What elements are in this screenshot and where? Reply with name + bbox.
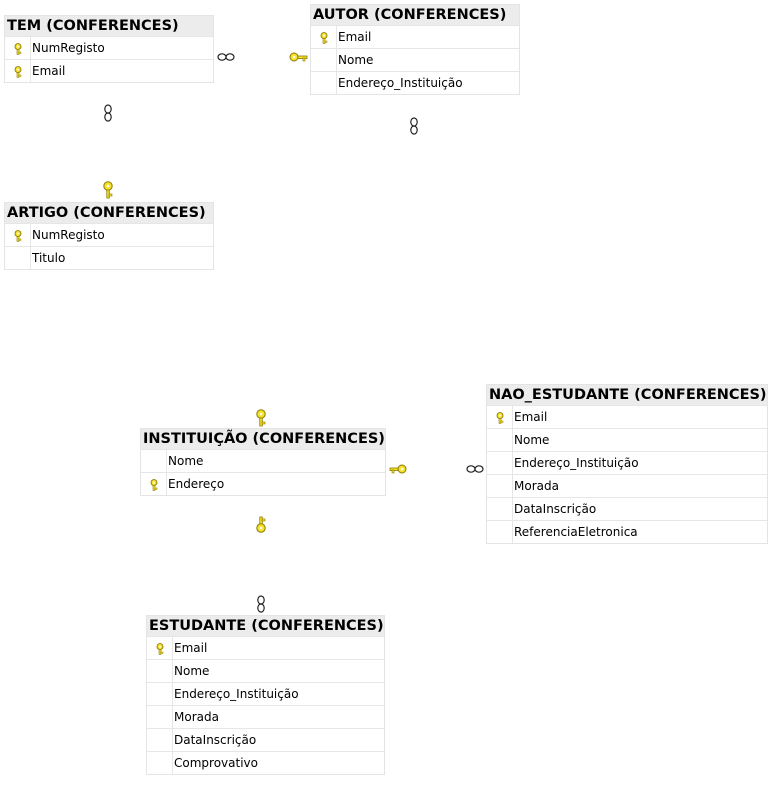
key-icon <box>289 52 308 62</box>
column-row[interactable]: NumRegisto <box>5 36 213 59</box>
primary-key-icon <box>5 37 31 59</box>
column-name: Nome <box>338 53 374 67</box>
infinity-icon <box>466 465 484 473</box>
row-selector <box>487 429 513 451</box>
primary-key-icon <box>5 224 31 246</box>
column-row[interactable]: Email <box>5 59 213 82</box>
key-icon <box>389 464 407 474</box>
primary-key-icon <box>147 637 173 659</box>
table-title: TEM (CONFERENCES) <box>5 16 213 36</box>
primary-key-icon <box>487 406 513 428</box>
column-row[interactable]: Titulo <box>5 246 213 269</box>
column-name: Endereço <box>168 477 225 491</box>
key-icon <box>256 409 266 427</box>
column-name: Email <box>514 410 548 424</box>
column-name: Comprovativo <box>174 756 258 770</box>
infinity-icon <box>257 595 265 613</box>
row-selector <box>147 683 173 705</box>
column-name: Email <box>174 641 208 655</box>
column-row[interactable]: Endereço_Instituição <box>311 71 519 94</box>
primary-key-icon <box>141 473 167 495</box>
column-row[interactable]: ReferenciaEletronica <box>487 520 767 543</box>
row-selector <box>487 498 513 520</box>
column-name: Email <box>32 64 66 78</box>
column-row[interactable]: Comprovativo <box>147 751 384 774</box>
column-name: Morada <box>174 710 219 724</box>
row-selector <box>147 729 173 751</box>
column-row[interactable]: Morada <box>147 705 384 728</box>
column-row[interactable]: Nome <box>141 449 385 472</box>
primary-key-icon <box>5 60 31 82</box>
column-row[interactable]: Nome <box>311 48 519 71</box>
key-icon <box>103 181 113 199</box>
row-selector <box>147 660 173 682</box>
column-name: NumRegisto <box>32 41 105 55</box>
infinity-icon <box>410 117 418 135</box>
row-selector <box>311 72 337 94</box>
key-icon <box>256 516 266 533</box>
column-name: ReferenciaEletronica <box>514 525 638 539</box>
row-selector <box>487 452 513 474</box>
column-row[interactable]: Email <box>147 636 384 659</box>
table-title: ESTUDANTE (CONFERENCES) <box>147 616 384 636</box>
column-row[interactable]: Endereço_Instituição <box>487 451 767 474</box>
column-name: Nome <box>168 454 204 468</box>
column-row[interactable]: Nome <box>147 659 384 682</box>
column-row[interactable]: Morada <box>487 474 767 497</box>
row-selector <box>141 450 167 472</box>
table-title: INSTITUIÇÃO (CONFERENCES) <box>141 429 385 449</box>
row-selector <box>5 247 31 269</box>
row-selector <box>311 49 337 71</box>
column-row[interactable]: Email <box>311 25 519 48</box>
infinity-icon <box>104 104 112 122</box>
column-row[interactable]: Endereço_Instituição <box>147 682 384 705</box>
column-name: NumRegisto <box>32 228 105 242</box>
infinity-icon <box>217 53 235 61</box>
table-title: AUTOR (CONFERENCES) <box>311 5 519 25</box>
column-name: DataInscrição <box>174 733 257 747</box>
column-name: Endereço_Instituição <box>338 76 463 90</box>
column-name: Titulo <box>32 251 66 265</box>
column-name: Morada <box>514 479 559 493</box>
column-name: Endereço_Instituição <box>174 687 299 701</box>
column-row[interactable]: DataInscrição <box>147 728 384 751</box>
table-title: ARTIGO (CONFERENCES) <box>5 203 213 223</box>
column-name: DataInscrição <box>514 502 597 516</box>
row-selector <box>147 706 173 728</box>
row-selector <box>487 475 513 497</box>
column-row[interactable]: NumRegisto <box>5 223 213 246</box>
row-selector <box>147 752 173 774</box>
column-row[interactable]: Email <box>487 405 767 428</box>
table-title: NAO_ESTUDANTE (CONFERENCES) <box>487 385 767 405</box>
column-row[interactable]: DataInscrição <box>487 497 767 520</box>
column-name: Nome <box>514 433 550 447</box>
column-row[interactable]: Endereço <box>141 472 385 495</box>
column-name: Endereço_Instituição <box>514 456 639 470</box>
column-name: Email <box>338 30 372 44</box>
column-row[interactable]: Nome <box>487 428 767 451</box>
primary-key-icon <box>311 26 337 48</box>
column-name: Nome <box>174 664 210 678</box>
row-selector <box>487 521 513 543</box>
